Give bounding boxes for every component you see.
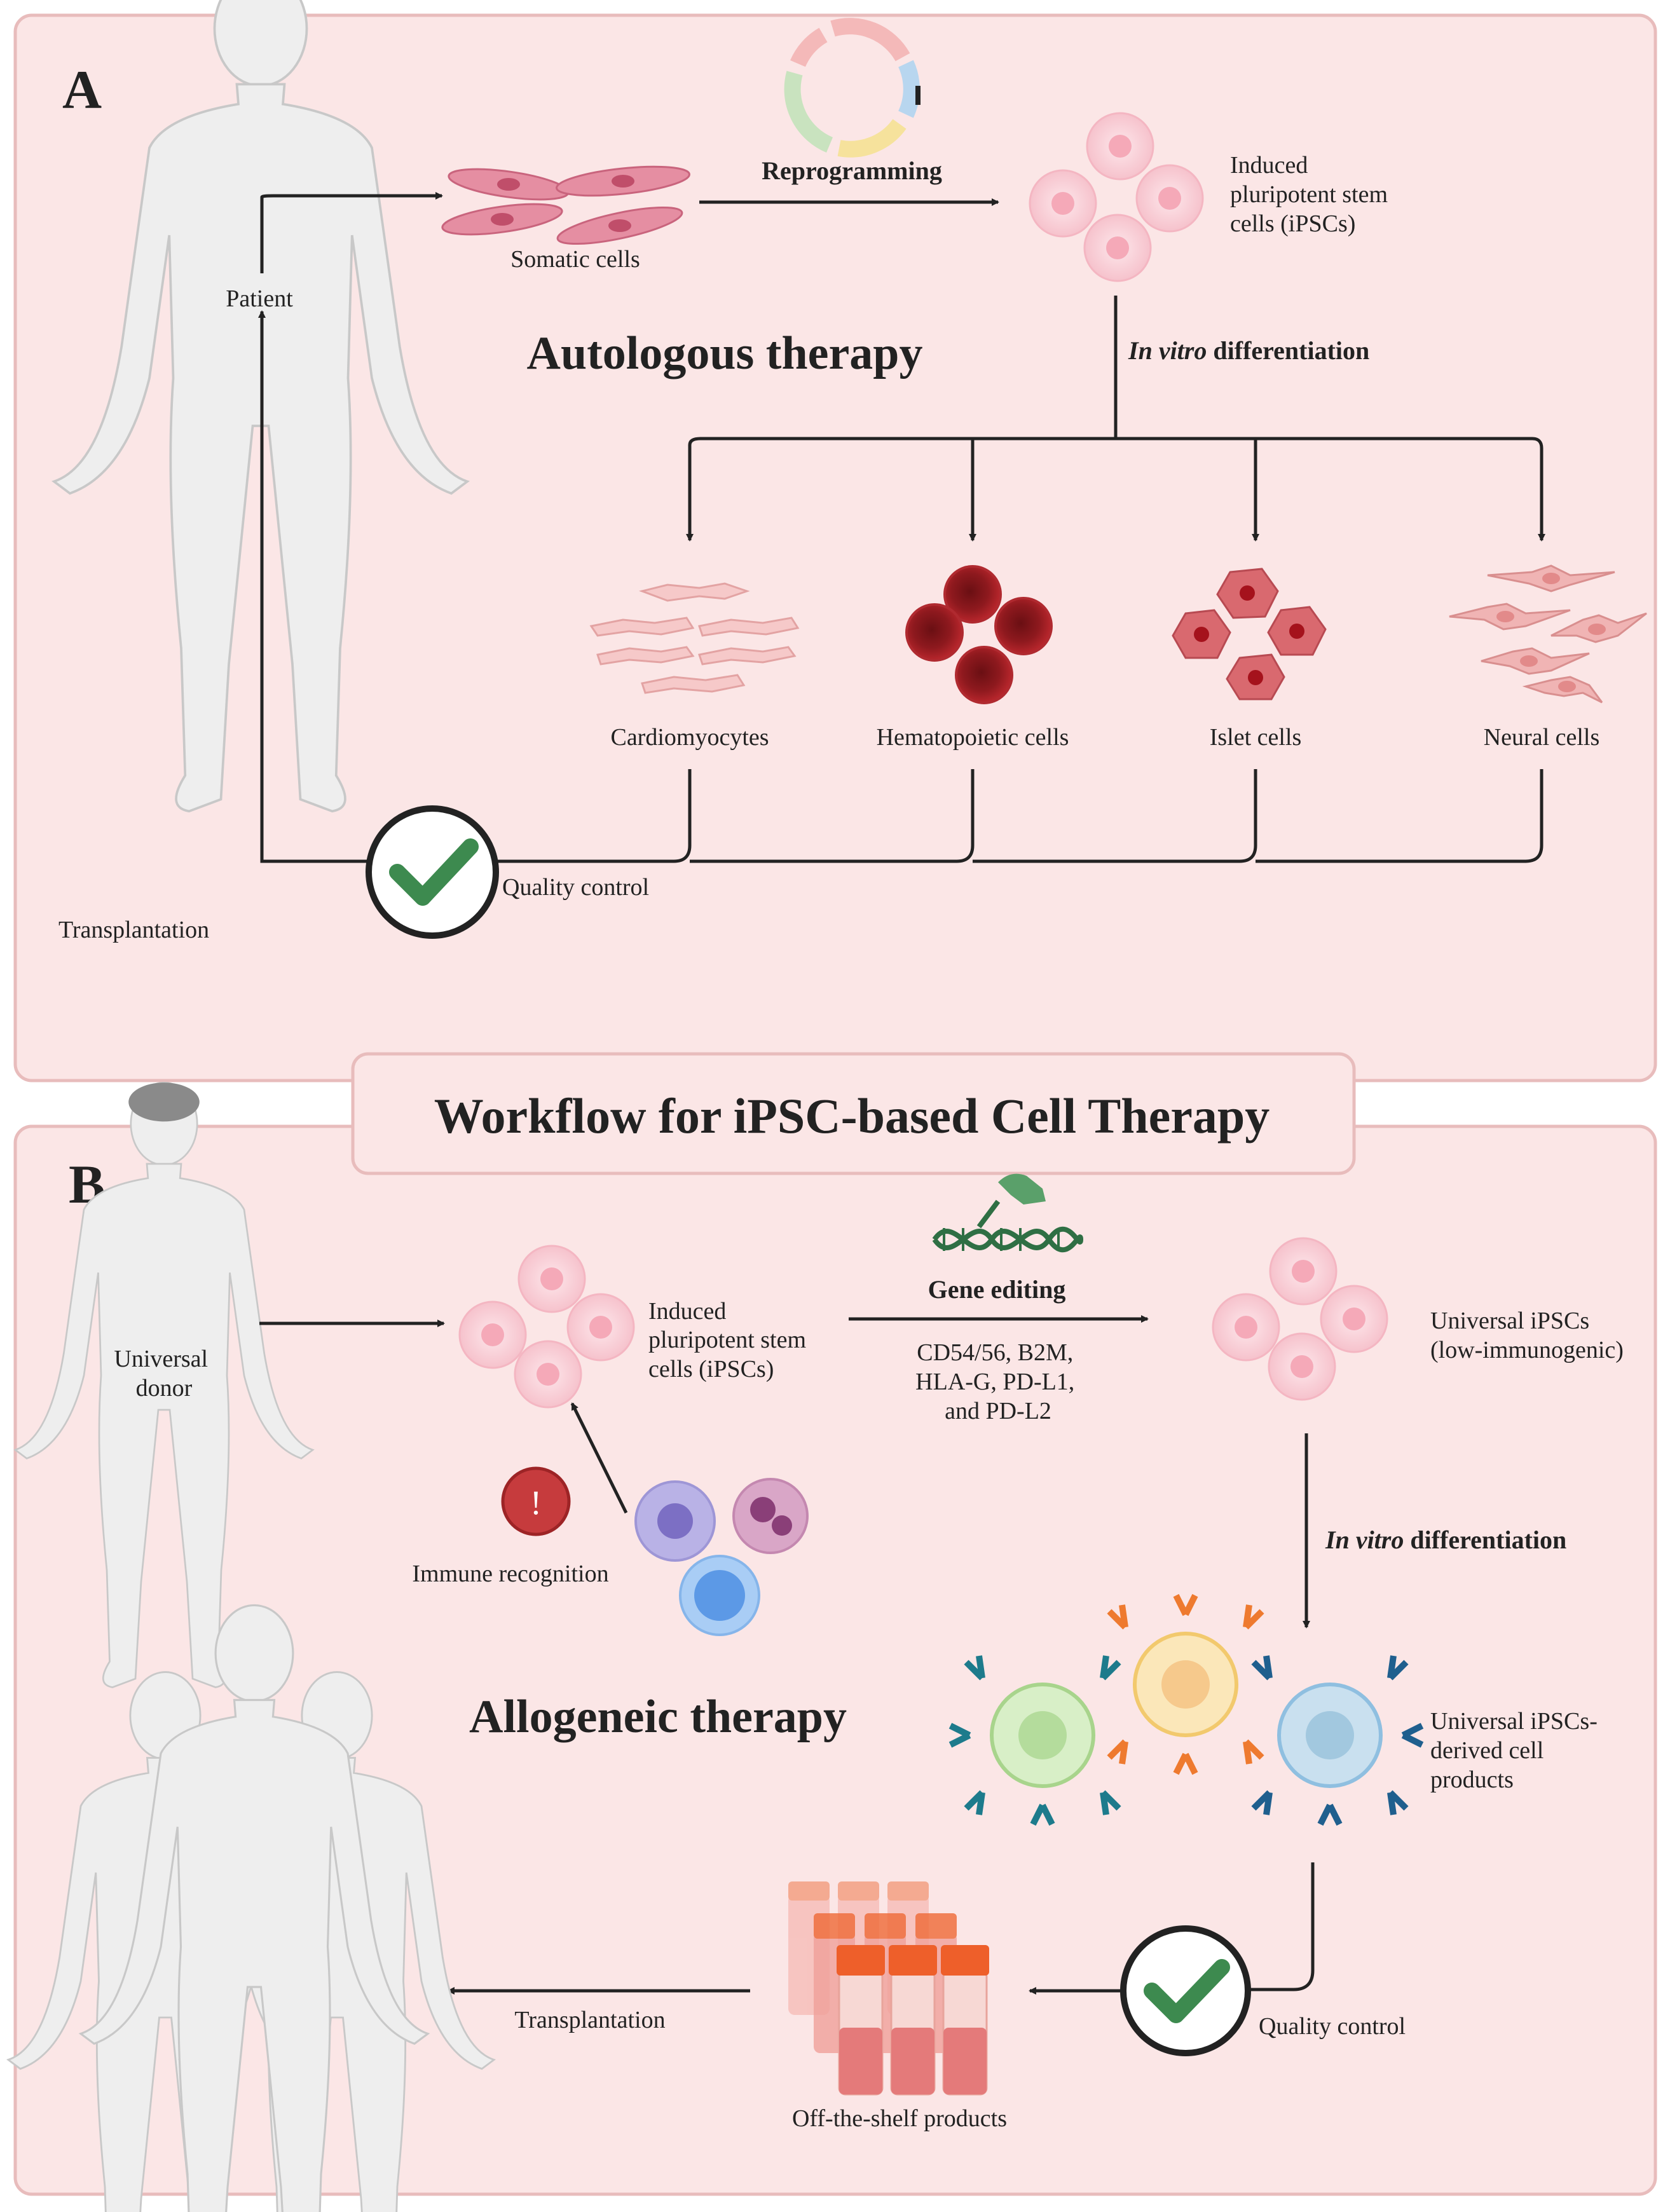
return-line-hematopoietic bbox=[690, 769, 975, 863]
differentiation-label-a: In vitro differentiation bbox=[1128, 336, 1369, 365]
autologous-heading: Autologous therapy bbox=[527, 327, 923, 379]
differentiation-label-b: In vitro differentiation bbox=[1325, 1526, 1566, 1554]
main-title: Workflow for iPSC-based Cell Therapy bbox=[434, 1088, 1270, 1144]
gene-editing-dna-icon bbox=[932, 1173, 1083, 1253]
neural-nuclei bbox=[1496, 573, 1606, 692]
hematopoietic-cells-icon bbox=[905, 565, 1053, 704]
transplantation-label-b: Transplantation bbox=[514, 2007, 665, 2033]
panel-a-letter: A bbox=[62, 59, 102, 120]
universal-donor-figure bbox=[14, 1081, 314, 1688]
patient-to-somatic-arrow bbox=[260, 192, 443, 273]
quality-control-check-b bbox=[1120, 1925, 1251, 2056]
islet-cells-icon bbox=[1172, 568, 1327, 700]
edit-targets-label: CD54/56, B2M, HLA-G, PD-L1, and PD-L2 bbox=[915, 1339, 1081, 1424]
somatic-cells-icon bbox=[441, 165, 690, 245]
derived-products-label: Universal iPSCs- derived cell products bbox=[1430, 1708, 1603, 1793]
cell-type-islet: Islet cells bbox=[1210, 724, 1302, 751]
transplantation-label-a: Transplantation bbox=[58, 917, 209, 943]
products-to-qc-line bbox=[1249, 1862, 1315, 1991]
universal-donor-label: Universal donor bbox=[114, 1346, 214, 1402]
off-the-shelf-vials-icon bbox=[788, 1881, 989, 2096]
immune-recognition-arrow bbox=[570, 1402, 628, 1514]
cell-type-hematopoietic: Hematopoietic cells bbox=[877, 724, 1069, 751]
universal-ipsc-label: Universal iPSCs (low-immunogenic) bbox=[1430, 1307, 1624, 1363]
cell-type-cardiomyocytes: Cardiomyocytes bbox=[610, 724, 769, 751]
svg-text:!: ! bbox=[530, 1484, 542, 1522]
return-line-neural bbox=[1256, 769, 1543, 863]
ipsc-label-a: Induced pluripotent stem cells (iPSCs) bbox=[1230, 152, 1394, 237]
derived-cell-products-icon bbox=[948, 1594, 1424, 1826]
immune-cells-icon bbox=[634, 1478, 809, 1636]
return-line-islet bbox=[973, 769, 1257, 863]
reprogramming-label: Reprogramming bbox=[762, 156, 942, 185]
differentiation-branch-line bbox=[688, 437, 1543, 540]
quality-control-check-a bbox=[366, 805, 499, 939]
allogeneic-heading: Allogeneic therapy bbox=[469, 1691, 847, 1743]
ipsc-label-b: Induced pluripotent stem cells (iPSCs) bbox=[648, 1298, 812, 1382]
reprogramming-cycle-icon bbox=[784, 18, 921, 158]
title-box bbox=[351, 1052, 1356, 1175]
quality-control-label-b: Quality control bbox=[1259, 2013, 1406, 2040]
cell-type-neural: Neural cells bbox=[1484, 724, 1600, 751]
off-the-shelf-label: Off-the-shelf products bbox=[792, 2105, 1007, 2132]
transplantation-return-line-a bbox=[258, 310, 692, 863]
gene-editing-label: Gene editing bbox=[928, 1275, 1066, 1304]
cardiomyocytes-icon bbox=[589, 582, 800, 694]
somatic-cells-label: Somatic cells bbox=[510, 246, 640, 273]
alert-icon: ! bbox=[501, 1466, 571, 1536]
quality-control-label-a: Quality control bbox=[502, 874, 649, 901]
immune-recognition-label: Immune recognition bbox=[412, 1560, 608, 1587]
patient-label: Patient bbox=[226, 285, 293, 312]
